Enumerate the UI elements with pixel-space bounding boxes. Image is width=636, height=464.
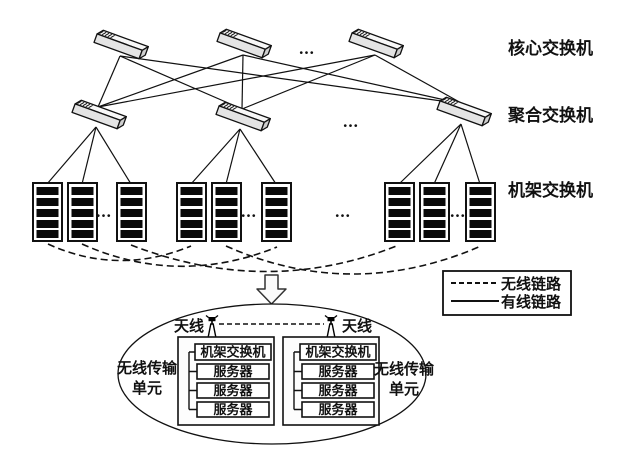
rack-icon xyxy=(211,182,242,242)
unit-label-right-line1: 无线传输 xyxy=(373,360,435,378)
aggregation-switch-icon xyxy=(436,95,492,128)
rack-switch-box xyxy=(194,343,272,361)
zoom-arrow-icon xyxy=(256,274,287,305)
rack-group2-ellipsis: ... xyxy=(241,202,257,221)
aggregation-row-ellipsis: ... xyxy=(343,112,359,131)
antenna-label-right: 天线 xyxy=(342,317,372,335)
server-box xyxy=(196,363,270,380)
core-aggregation-links xyxy=(97,54,464,110)
core-switch-icon xyxy=(216,27,272,60)
server-box-label: 服务器 xyxy=(318,364,358,379)
core-switch-icon xyxy=(348,27,404,60)
wireless-unit-left: 机架交换机 服务器 服务器 服务器 xyxy=(177,336,275,426)
core-row-label: 核心交换机 xyxy=(508,38,593,58)
aggregation-row-label: 聚合交换机 xyxy=(507,105,593,125)
rack-group1-ellipsis: ... xyxy=(96,202,112,221)
antenna-label-left: 天线 xyxy=(174,317,204,335)
rack-group3-ellipsis: ... xyxy=(450,202,466,221)
wireless-rack-links xyxy=(47,243,482,275)
rack-switch-box-label: 机架交换机 xyxy=(305,345,370,360)
rack-icon xyxy=(116,182,147,242)
aggregation-rack-links xyxy=(46,123,481,185)
server-box-label: 服务器 xyxy=(213,364,253,379)
server-box xyxy=(301,382,375,399)
rack-switch-box xyxy=(299,343,377,361)
rack-icon xyxy=(32,182,63,242)
legend: 无线链路 有线链路 xyxy=(442,270,572,316)
legend-wireless-label: 无线链路 xyxy=(500,275,562,293)
legend-wired-label: 有线链路 xyxy=(501,293,562,311)
unit-bus-line xyxy=(188,351,197,411)
rack-icon xyxy=(384,182,415,242)
aggregation-switch-icon xyxy=(215,100,271,133)
server-box xyxy=(196,401,270,418)
rack-icon xyxy=(465,182,496,242)
rack-switch-box-label: 机架交换机 xyxy=(200,345,265,360)
server-box xyxy=(301,363,375,380)
unit-bus-line xyxy=(293,351,302,411)
unit-label-left-line1: 无线传输 xyxy=(116,359,178,377)
rack-icon xyxy=(67,182,98,242)
wireless-unit-right: 机架交换机 服务器 服务器 服务器 xyxy=(282,336,380,426)
rack-icon xyxy=(419,182,450,242)
server-box xyxy=(196,382,270,399)
rack-row-label: 机架交换机 xyxy=(508,180,593,200)
server-box-label: 服务器 xyxy=(318,383,358,398)
unit-label-left-line2: 单元 xyxy=(132,379,162,397)
rack-icon xyxy=(261,182,292,242)
core-row-ellipsis: ... xyxy=(299,39,315,58)
unit-label-right-line2: 单元 xyxy=(389,380,419,398)
rack-groups-ellipsis: ... xyxy=(335,202,351,221)
server-box-label: 服务器 xyxy=(213,383,253,398)
rack-icon xyxy=(176,182,207,242)
server-box-label: 服务器 xyxy=(318,402,358,417)
core-switch-icon xyxy=(93,28,149,61)
server-box-label: 服务器 xyxy=(213,402,253,417)
server-box xyxy=(301,401,375,418)
